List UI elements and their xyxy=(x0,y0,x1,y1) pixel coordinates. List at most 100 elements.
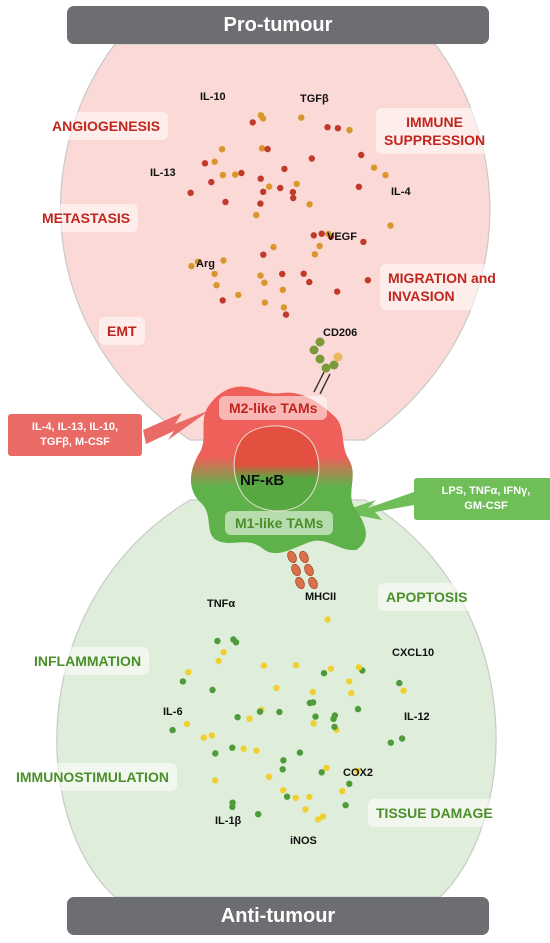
cox2-label: COX2 xyxy=(343,767,373,779)
emt-label: EMT xyxy=(99,317,145,346)
cytokine-dot xyxy=(354,767,361,774)
cytokine-dot xyxy=(324,124,331,131)
cytokine-dot xyxy=(346,780,353,787)
cytokine-dot xyxy=(220,649,227,656)
cytokine-dot xyxy=(255,811,262,818)
m2-stimuli-line2: TGFβ, M-CSF xyxy=(40,435,110,448)
mhcii-label: MHCII xyxy=(305,591,337,603)
cytokine-dot xyxy=(260,662,268,669)
immunostimulation-label: IMMUNOSTIMULATION xyxy=(8,763,177,792)
cytokine-dot xyxy=(256,708,264,715)
cytokine-dot xyxy=(257,200,264,207)
cytokine-dot xyxy=(265,773,273,780)
cytokine-dot xyxy=(253,211,260,219)
cytokine-dot xyxy=(311,251,319,258)
cytokine-dot xyxy=(281,165,288,173)
cytokine-dot xyxy=(220,257,227,264)
cytokine-dot xyxy=(249,119,256,126)
cytokine-dot xyxy=(209,686,216,694)
cytokine-dot xyxy=(201,160,209,167)
cytokine-dot xyxy=(312,713,319,720)
cytokine-dot xyxy=(400,687,407,694)
cytokine-dot xyxy=(179,678,187,685)
cytokine-dot xyxy=(211,158,218,165)
m1-stimulus-bolt-icon xyxy=(340,492,414,520)
vegf-label: VEGF xyxy=(327,231,357,243)
cytokine-dot xyxy=(355,183,363,190)
cytokine-dot xyxy=(309,699,317,706)
cytokine-dot xyxy=(214,637,221,645)
il1b-label: IL-1β xyxy=(215,815,242,827)
cytokine-dot xyxy=(280,304,288,311)
cytokine-dot xyxy=(283,793,291,800)
cytokine-dot xyxy=(306,278,313,286)
cytokine-dot xyxy=(257,272,264,279)
cytokine-dot xyxy=(257,175,264,182)
cytokine-dot xyxy=(211,270,218,278)
cytokine-dot xyxy=(298,114,305,121)
tnfa-label: TNFα xyxy=(207,598,236,610)
cytokine-dot xyxy=(331,723,338,731)
m1-stimuli-box: LPS, TNFα, IFNγ, GM-CSF xyxy=(414,478,550,520)
m1-tam-label: M1-like TAMs xyxy=(225,511,334,535)
cytokine-dot xyxy=(342,802,349,809)
cytokine-dot xyxy=(382,171,389,179)
pro-tumour-region xyxy=(59,43,491,441)
cytokine-dot xyxy=(360,238,367,246)
cytokine-dot xyxy=(314,816,322,823)
cytokine-dot xyxy=(185,669,192,676)
cytokine-dot xyxy=(308,155,315,162)
cytokine-dot xyxy=(293,180,300,188)
arg-label: Arg xyxy=(196,258,215,270)
cytokine-dot xyxy=(348,690,355,697)
il13-label: IL-13 xyxy=(150,167,176,179)
cytokine-dot xyxy=(319,813,327,820)
il4-label: IL-4 xyxy=(391,186,411,198)
cytokine-dot xyxy=(261,279,268,286)
inflammation-label: INFLAMMATION xyxy=(26,647,150,676)
cytokine-dot xyxy=(323,764,330,772)
cytokine-dot xyxy=(334,125,342,132)
cytokine-dot xyxy=(387,222,394,229)
cytokine-dot xyxy=(222,198,229,206)
cytokine-dot xyxy=(208,178,215,186)
mhcii-receptor-icon xyxy=(287,550,318,590)
cytokine-dot xyxy=(219,297,226,304)
m2-cytokine-dots xyxy=(187,112,394,318)
m1-cytokine-dots xyxy=(169,616,407,823)
cytokine-dot xyxy=(229,744,236,751)
cytokine-dot xyxy=(276,708,283,716)
cytokine-dot xyxy=(325,230,332,238)
immune-suppression-label: IMMUNE SUPPRESSION xyxy=(376,108,494,155)
cytokine-dot xyxy=(387,739,394,746)
cytokine-dot xyxy=(280,757,287,764)
il6-label: IL-6 xyxy=(163,706,183,718)
cytokine-dot xyxy=(200,734,207,741)
cytokine-dot xyxy=(169,726,176,734)
cytokine-dot xyxy=(306,793,313,801)
cytokine-dot xyxy=(213,282,220,289)
il12-label: IL-12 xyxy=(404,711,430,723)
m2-stimuli-line1: IL-4, IL-13, IL-10, xyxy=(31,421,119,433)
immune-suppression-line2: SUPPRESSION xyxy=(384,132,486,149)
cytokine-dot xyxy=(316,242,323,250)
immune-suppression-line1: IMMUNE xyxy=(406,114,463,130)
nfkb-nucleus xyxy=(233,425,320,512)
cytokine-dot xyxy=(212,750,219,757)
cytokine-dot xyxy=(229,803,236,811)
cytokine-dot xyxy=(330,715,337,723)
cytokine-dot xyxy=(260,188,267,195)
cytokine-dot xyxy=(370,164,378,171)
m2-stimulus-bolt-icon xyxy=(143,410,210,444)
cytokine-dot xyxy=(355,664,363,671)
cytokine-dot xyxy=(258,145,266,152)
cytokine-dot xyxy=(277,184,284,192)
cytokine-dot xyxy=(240,745,247,752)
cytokine-dot xyxy=(358,151,365,159)
cytokine-dot xyxy=(279,766,286,773)
cytokine-dot xyxy=(346,678,353,685)
cytokine-dot xyxy=(183,720,191,728)
cytokine-dot xyxy=(208,732,215,739)
cytokine-dot xyxy=(292,794,299,801)
cytokine-dot xyxy=(238,169,245,177)
